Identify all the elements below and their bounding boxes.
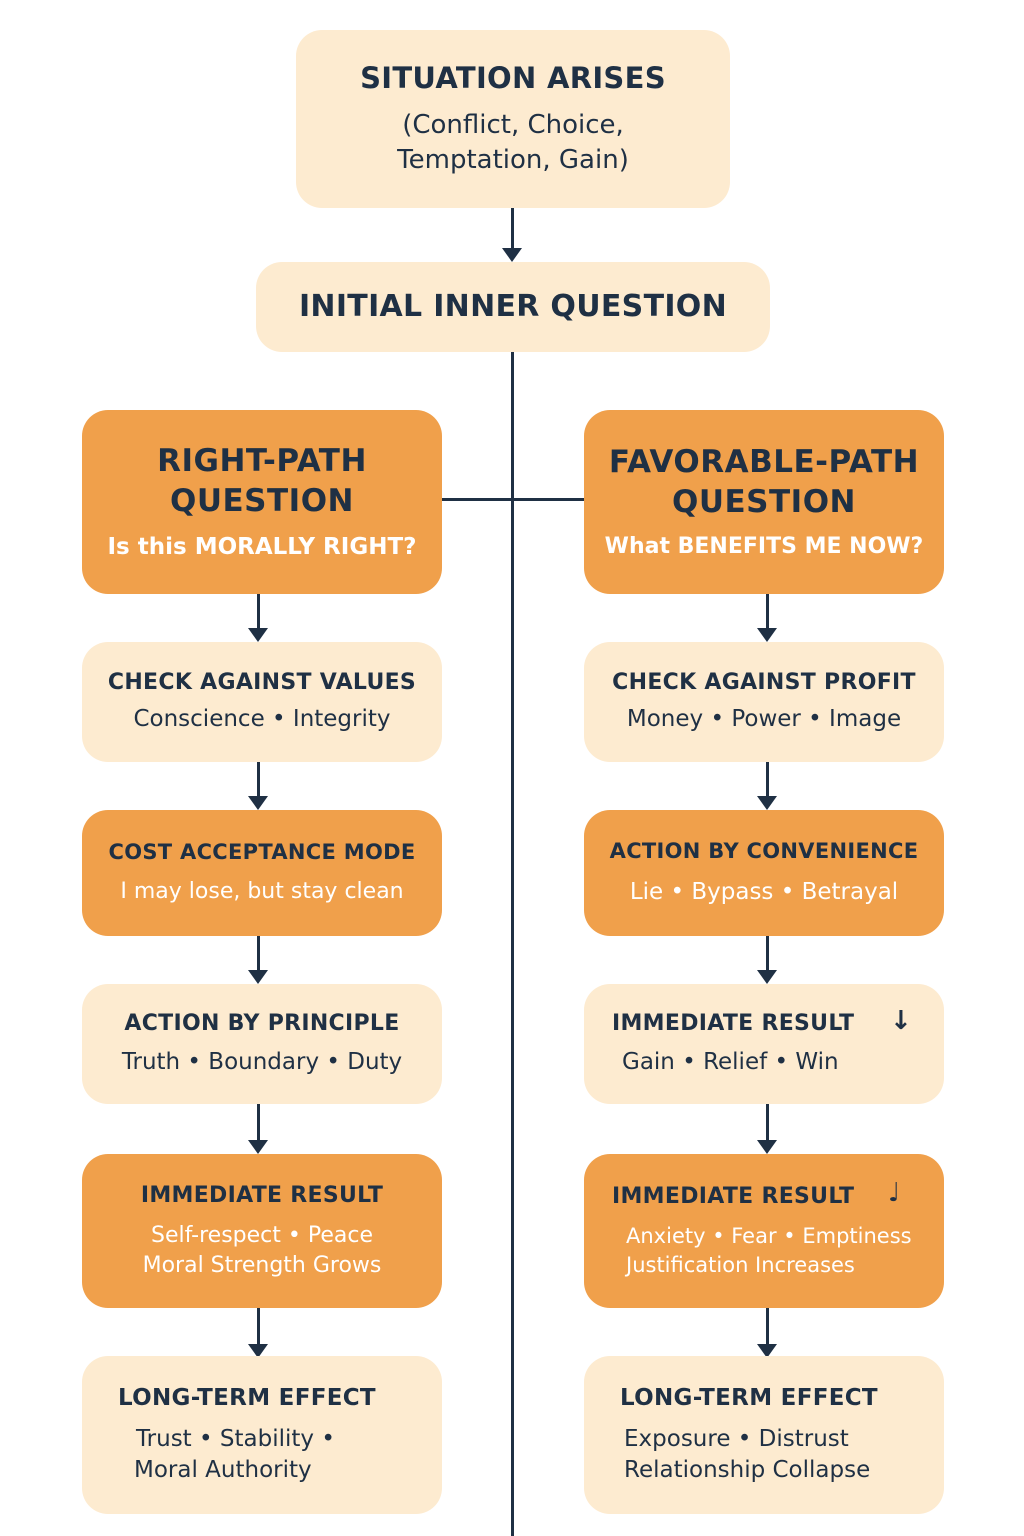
left-arrow-4 — [257, 1104, 260, 1142]
left-arrowhead-4 — [248, 1140, 268, 1154]
right-arrow-5 — [766, 1308, 769, 1346]
action-principle-title: ACTION BY PRINCIPLE — [124, 1010, 400, 1036]
check-profit-title: CHECK AGAINST PROFIT — [612, 669, 916, 695]
action-convenience-box: ACTION BY CONVENIENCE Lie • Bypass • Bet… — [584, 810, 944, 936]
action-principle-text: Truth • Boundary • Duty — [121, 1049, 403, 1076]
cost-acceptance-title: COST ACCEPTANCE MODE — [108, 840, 416, 865]
left-arrow-3 — [257, 936, 260, 974]
right-arrow-4 — [766, 1104, 769, 1142]
right-arrow-3 — [766, 936, 769, 974]
left-immediate-result-text-1: Self-respect • Peace — [151, 1223, 373, 1249]
right-path-question-box: RIGHT-PATH QUESTION Is this MORALLY RIGH… — [82, 410, 442, 594]
note-icon: ♩ — [888, 1178, 901, 1208]
right-immediate-result-box-1: IMMEDIATE RESULT Gain • Relief • Win ↓ — [584, 984, 944, 1104]
initial-question-box: INITIAL INNER QUESTION — [256, 262, 770, 352]
left-immediate-result-text-2: Moral Strength Grows — [142, 1252, 382, 1278]
situation-subtitle-1: (Conflict, Choice, — [402, 110, 624, 141]
right-immediate-result-title-1: IMMEDIATE RESULT — [612, 1010, 855, 1036]
left-long-term-box: LONG-TERM EFFECT Trust • Stability • Mor… — [82, 1356, 442, 1514]
right-path-title-2: QUESTION — [169, 483, 354, 520]
favorable-path-title-1: FAVORABLE-PATH — [608, 443, 920, 480]
right-long-term-text-1: Exposure • Distrust — [624, 1426, 849, 1453]
left-arrowhead-3 — [248, 970, 268, 984]
arrowhead-top — [502, 248, 522, 262]
right-long-term-title: LONG-TERM EFFECT — [620, 1384, 878, 1411]
right-arrowhead-2 — [757, 796, 777, 810]
connector-top — [511, 208, 514, 252]
right-arrowhead-4 — [757, 1140, 777, 1154]
check-values-title: CHECK AGAINST VALUES — [107, 669, 417, 695]
right-immediate-result-text-2a: Anxiety • Fear • Emptiness — [626, 1224, 912, 1249]
left-arrow-1 — [257, 594, 260, 632]
favorable-path-question-box: FAVORABLE-PATH QUESTION What BENEFITS ME… — [584, 410, 944, 594]
cost-acceptance-text: I may lose, but stay clean — [120, 879, 404, 905]
right-arrowhead-3 — [757, 970, 777, 984]
favorable-path-title-2: QUESTION — [671, 484, 856, 521]
check-profit-box: CHECK AGAINST PROFIT Money • Power • Ima… — [584, 642, 944, 762]
action-convenience-title: ACTION BY CONVENIENCE — [609, 839, 919, 864]
right-long-term-text-2: Relationship Collapse — [624, 1457, 871, 1484]
left-immediate-result-title: IMMEDIATE RESULT — [140, 1182, 384, 1208]
favorable-path-subtitle: What BENEFITS ME NOW? — [604, 534, 924, 560]
left-long-term-text-1: Trust • Stability • — [136, 1426, 335, 1453]
left-arrowhead-1 — [248, 628, 268, 642]
situation-box: SITUATION ARISES (Conflict, Choice, Temp… — [296, 30, 730, 208]
situation-subtitle-2: Temptation, Gain) — [397, 145, 629, 176]
right-immediate-result-text-1: Gain • Relief • Win — [622, 1049, 839, 1076]
down-arrow-icon: ↓ — [890, 1006, 912, 1036]
branch-connector — [440, 498, 585, 501]
left-long-term-title: LONG-TERM EFFECT — [118, 1384, 376, 1411]
left-arrow-2 — [257, 762, 260, 800]
right-immediate-result-box-2: IMMEDIATE RESULT Anxiety • Fear • Emptin… — [584, 1154, 944, 1308]
left-long-term-text-2: Moral Authority — [134, 1457, 312, 1484]
situation-title: SITUATION ARISES — [360, 60, 666, 95]
right-arrow-2 — [766, 762, 769, 800]
cost-acceptance-box: COST ACCEPTANCE MODE I may lose, but sta… — [82, 810, 442, 936]
left-arrowhead-5 — [248, 1344, 268, 1358]
right-immediate-result-title-2: IMMEDIATE RESULT — [612, 1183, 855, 1209]
check-values-box: CHECK AGAINST VALUES Conscience • Integr… — [82, 642, 442, 762]
left-immediate-result-box: IMMEDIATE RESULT Self-respect • Peace Mo… — [82, 1154, 442, 1308]
action-convenience-text: Lie • Bypass • Betrayal — [629, 878, 899, 905]
left-arrowhead-2 — [248, 796, 268, 810]
right-arrowhead-5 — [757, 1344, 777, 1358]
action-principle-box: ACTION BY PRINCIPLE Truth • Boundary • D… — [82, 984, 442, 1104]
right-path-subtitle: Is this MORALLY RIGHT? — [107, 533, 417, 560]
right-immediate-result-text-2b: Justification Increases — [626, 1252, 855, 1277]
right-long-term-box: LONG-TERM EFFECT Exposure • Distrust Rel… — [584, 1356, 944, 1514]
center-spine — [511, 352, 514, 1536]
left-arrow-5 — [257, 1308, 260, 1346]
right-arrow-1 — [766, 594, 769, 632]
right-arrowhead-1 — [757, 628, 777, 642]
check-values-text: Conscience • Integrity — [133, 706, 391, 733]
right-path-title-1: RIGHT-PATH — [157, 443, 367, 480]
check-profit-text: Money • Power • Image — [626, 706, 902, 733]
initial-question-title: INITIAL INNER QUESTION — [298, 289, 728, 325]
